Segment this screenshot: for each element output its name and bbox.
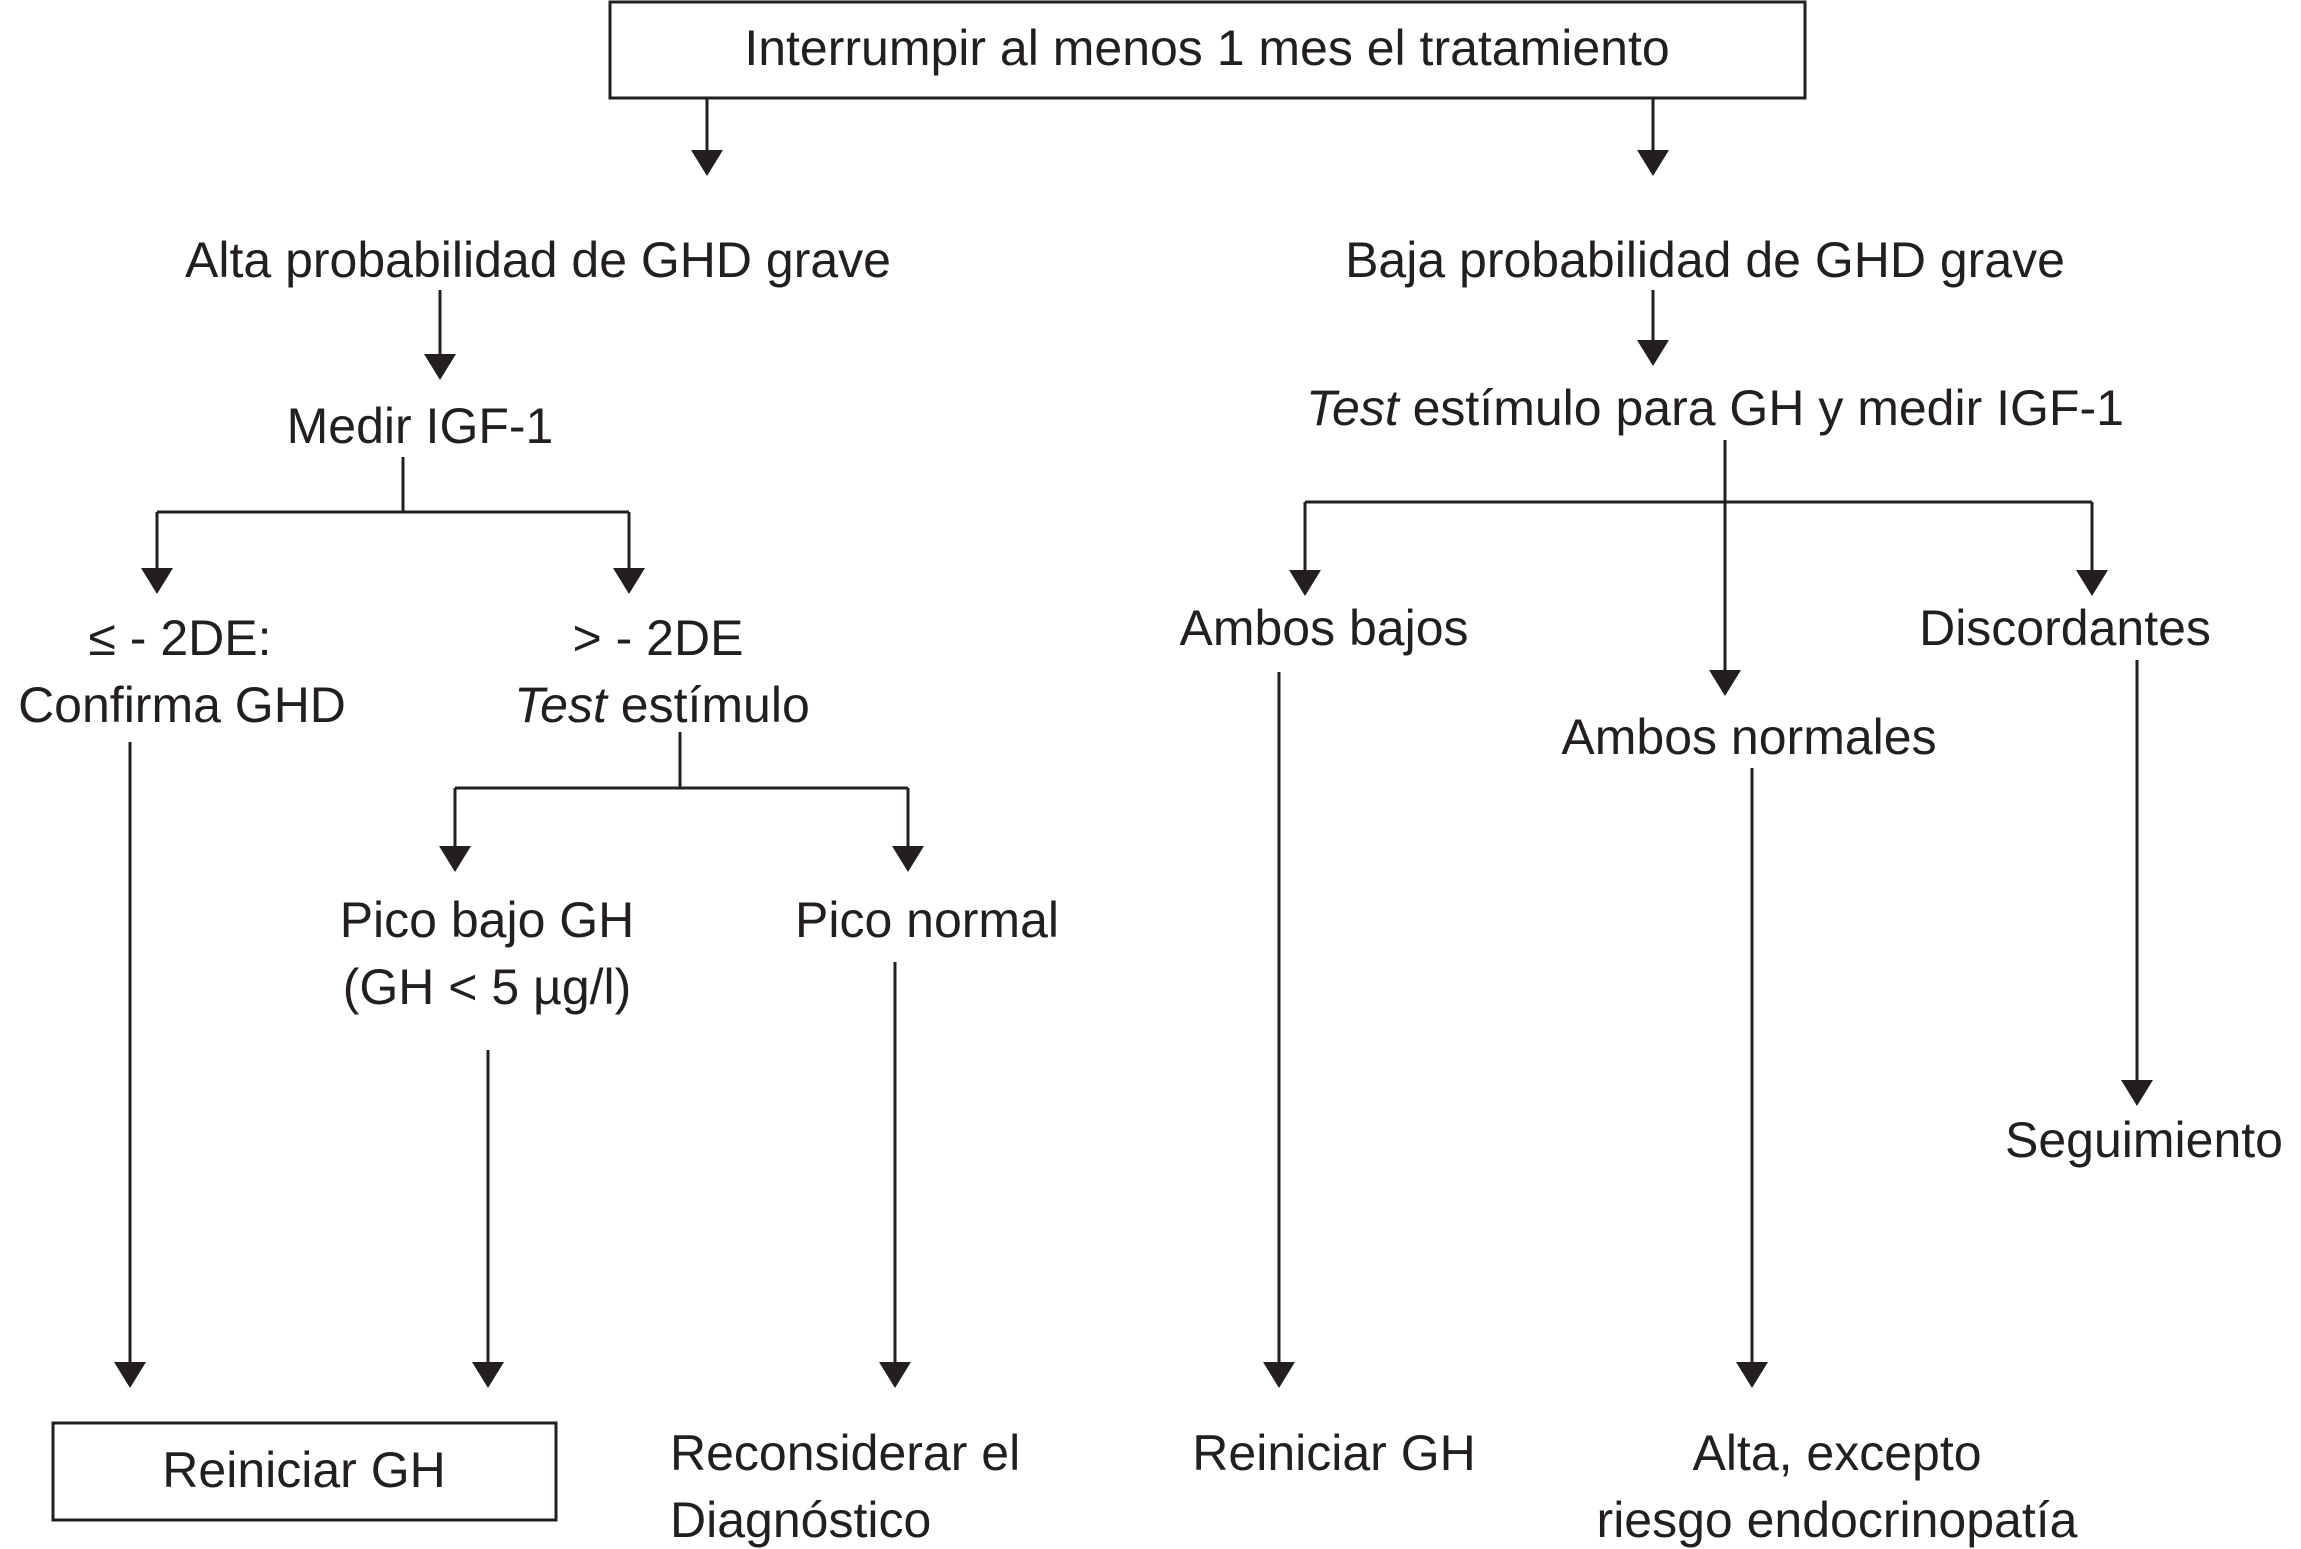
both-low-label: Ambos bajos <box>1179 600 1468 656</box>
arrow-head <box>1637 340 1669 366</box>
low-sd-label: ≤ - 2DE: <box>88 610 271 666</box>
arrow-head <box>2076 570 2108 596</box>
arrow-head <box>892 846 924 872</box>
arrow-head <box>879 1362 911 1388</box>
restart-gh-box <box>51 1421 558 1522</box>
low-peak-label: Pico bajo GH <box>340 892 635 948</box>
high-probability-label: Alta probabilidad de GHD grave <box>185 232 891 288</box>
stimulus-test-and-igf1-label: Test estímulo para GH y medir IGF-1 <box>1306 380 2124 436</box>
arrow-head <box>613 568 645 594</box>
arrow-head <box>1263 1362 1295 1388</box>
arrow-head <box>114 1362 146 1388</box>
arrow-head <box>2121 1080 2153 1106</box>
top-box <box>608 0 1807 100</box>
arrow-head <box>1709 670 1741 696</box>
top-box-label: Interrumpir al menos 1 mes el tratamient… <box>744 20 1669 76</box>
normal-peak-label: Pico normal <box>795 892 1059 948</box>
arrow-head <box>1637 150 1669 176</box>
arrow-head <box>439 846 471 872</box>
arrow-head <box>691 150 723 176</box>
reconsider-diagnosis-label: Reconsiderar el <box>670 1425 1020 1481</box>
arrow-head <box>472 1362 504 1388</box>
low-probability-label: Baja probabilidad de GHD grave <box>1345 232 2065 288</box>
arrow-head <box>141 568 173 594</box>
confirms-ghd-label: Confirma GHD <box>18 677 346 733</box>
discharge-label-line2: riesgo endocrinopatía <box>1597 1492 2078 1548</box>
both-normal-label: Ambos normales <box>1561 709 1936 765</box>
restart-gh-label: Reiniciar GH <box>162 1442 445 1498</box>
restart-gh-label-right: Reiniciar GH <box>1192 1425 1475 1481</box>
arrow-head <box>1289 570 1321 596</box>
arrow-head <box>1736 1362 1768 1388</box>
arrow-head <box>424 354 456 380</box>
stimulus-test-label: Test estímulo <box>514 677 810 733</box>
discordant-label: Discordantes <box>1919 600 2211 656</box>
measure-igf1-label: Medir IGF-1 <box>287 398 554 454</box>
follow-up-label: Seguimiento <box>2005 1112 2283 1168</box>
reconsider-diagnosis-label-line2: Diagnóstico <box>670 1492 931 1548</box>
low-peak-threshold-label: (GH < 5 µg/l) <box>343 959 632 1015</box>
high-sd-label: > - 2DE <box>573 610 744 666</box>
discharge-label: Alta, excepto <box>1692 1425 1981 1481</box>
